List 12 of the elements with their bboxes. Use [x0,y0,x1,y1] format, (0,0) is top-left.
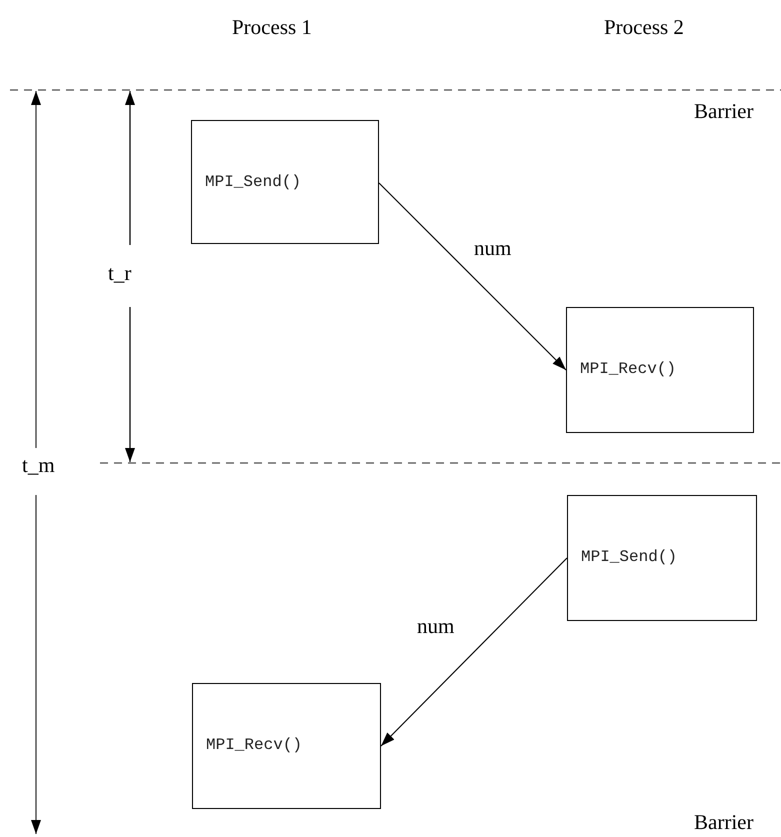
dimension-label: t_r [108,263,132,284]
arrow [378,182,566,370]
column-heading: Process 2 [604,17,684,38]
barrier-label: Barrier [694,812,754,833]
dimension-label: t_m [22,455,55,476]
barrier-label: Barrier [694,101,754,122]
arrow [380,558,568,746]
column-heading: Process 1 [232,17,312,38]
process-box: MPI_Recv() [566,307,754,433]
process-box: MPI_Recv() [192,683,381,809]
process-box: MPI_Send() [567,495,757,621]
process-box: MPI_Send() [191,120,379,244]
